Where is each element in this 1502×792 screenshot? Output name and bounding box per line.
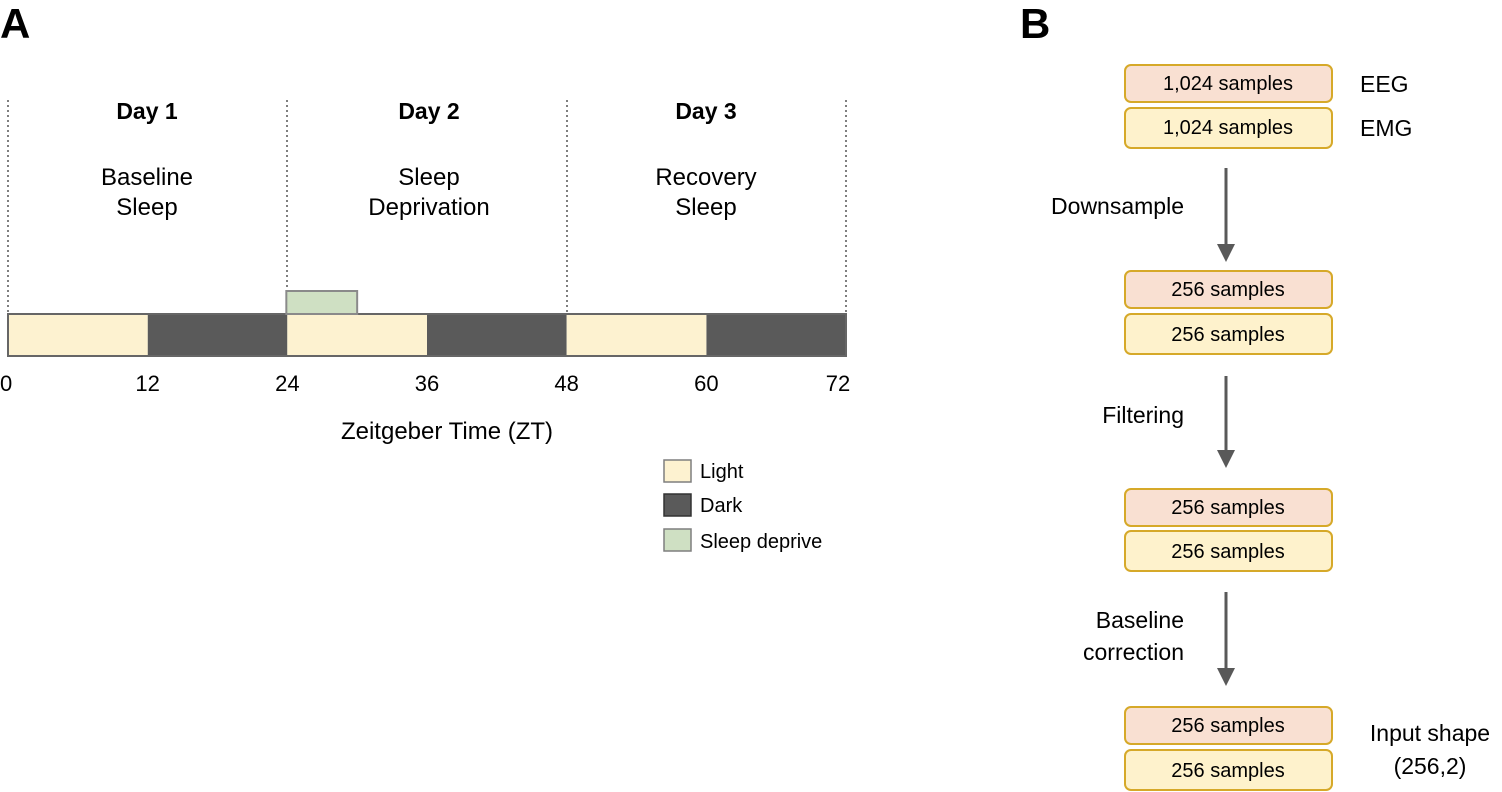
eeg-channel-label: EEG (1360, 71, 1409, 97)
sleep-deprivation-block (285, 290, 359, 315)
day-2-title: Day 2 (398, 98, 459, 124)
eeg-box-label: 1,024 samples (1163, 73, 1293, 95)
day-2-phase-line2: Deprivation (368, 194, 489, 221)
emg-box-label: 256 samples (1171, 541, 1284, 563)
emg-box (1124, 313, 1333, 355)
eeg-box-label: 256 samples (1171, 497, 1284, 519)
tick-label: 60 (694, 371, 718, 396)
eeg-box (1124, 270, 1333, 309)
tick-label: 72 (826, 371, 850, 396)
day-2-phase-line1: Sleep (398, 164, 459, 191)
legend-label-dark: Dark (700, 495, 743, 517)
emg-box (1124, 530, 1333, 572)
stage-4: 256 samples 256 samples Input shape (256… (1124, 706, 1490, 791)
stage-3: 256 samples 256 samples (1124, 488, 1333, 572)
baseline-correction-step: Baseline correction (1083, 592, 1235, 686)
dark-period (427, 314, 567, 356)
panel-a: A Day 1 Baseline Sleep Day 2 Sleep Depri… (0, 0, 850, 553)
light-period (287, 314, 427, 356)
stage-2: 256 samples 256 samples (1124, 270, 1333, 355)
eeg-box-label: 256 samples (1171, 279, 1284, 301)
legend-label-sleep-deprive: Sleep deprive (700, 531, 822, 553)
eeg-box-label: 256 samples (1171, 715, 1284, 737)
emg-box-label: 1,024 samples (1163, 117, 1293, 139)
legend-label-light: Light (700, 461, 744, 483)
step-label-baseline-line2: correction (1083, 639, 1184, 665)
timeline-bar (7, 290, 847, 357)
step-label-filtering: Filtering (1102, 402, 1184, 428)
panel-b-letter: B (1020, 0, 1050, 47)
emg-box (1124, 749, 1333, 791)
legend-swatch-light (663, 459, 692, 483)
day-1-phase-line1: Baseline (101, 164, 193, 191)
day-1-block: Day 1 Baseline Sleep (101, 98, 193, 221)
dark-period (147, 314, 288, 356)
eeg-box (1124, 706, 1333, 745)
tick-label: 24 (275, 371, 299, 396)
panel-a-letter: A (0, 0, 30, 47)
panel-b: B 1,024 samples 1,024 samples EEG EMG Do… (1020, 0, 1490, 791)
day-3-block: Day 3 Recovery Sleep (655, 98, 756, 221)
dark-period (706, 314, 846, 356)
legend-swatch-sleep-deprive (663, 528, 692, 552)
filtering-step: Filtering (1102, 376, 1235, 468)
output-label-line2: (256,2) (1394, 753, 1467, 779)
emg-box-label: 256 samples (1171, 760, 1284, 782)
output-label-line1: Input shape (1370, 720, 1490, 746)
axis-title: Zeitgeber Time (ZT) (341, 418, 553, 445)
eeg-box (1124, 64, 1333, 103)
timeline-outline (7, 313, 847, 357)
day-3-title: Day 3 (675, 98, 736, 124)
tick-label: 0 (0, 371, 12, 396)
tick-label: 36 (415, 371, 439, 396)
day-2-block: Day 2 Sleep Deprivation (368, 98, 489, 221)
day-dividers (7, 100, 847, 314)
step-label-baseline-line1: Baseline (1096, 607, 1184, 633)
emg-channel-label: EMG (1360, 115, 1412, 141)
arrow-head-icon (1217, 244, 1235, 262)
arrow-head-icon (1217, 450, 1235, 468)
arrow-head-icon (1217, 668, 1235, 686)
day-1-title: Day 1 (116, 98, 178, 124)
legend: Light Dark Sleep deprive (663, 459, 822, 553)
emg-box-label: 256 samples (1171, 324, 1284, 346)
eeg-box (1124, 488, 1333, 527)
day-3-phase-line2: Sleep (675, 194, 736, 221)
downsample-step: Downsample (1051, 168, 1235, 262)
light-period (8, 314, 148, 356)
light-period (566, 314, 707, 356)
step-label-downsample: Downsample (1051, 193, 1184, 219)
timeline-ticks: 0 12 24 36 48 60 72 (0, 371, 850, 396)
day-3-phase-line1: Recovery (655, 164, 756, 191)
emg-box (1124, 107, 1333, 149)
legend-swatch-dark (663, 493, 692, 517)
day-1-phase-line2: Sleep (116, 194, 177, 221)
tick-label: 12 (135, 371, 159, 396)
tick-label: 48 (554, 371, 578, 396)
stage-1: 1,024 samples 1,024 samples EEG EMG (1124, 64, 1412, 149)
